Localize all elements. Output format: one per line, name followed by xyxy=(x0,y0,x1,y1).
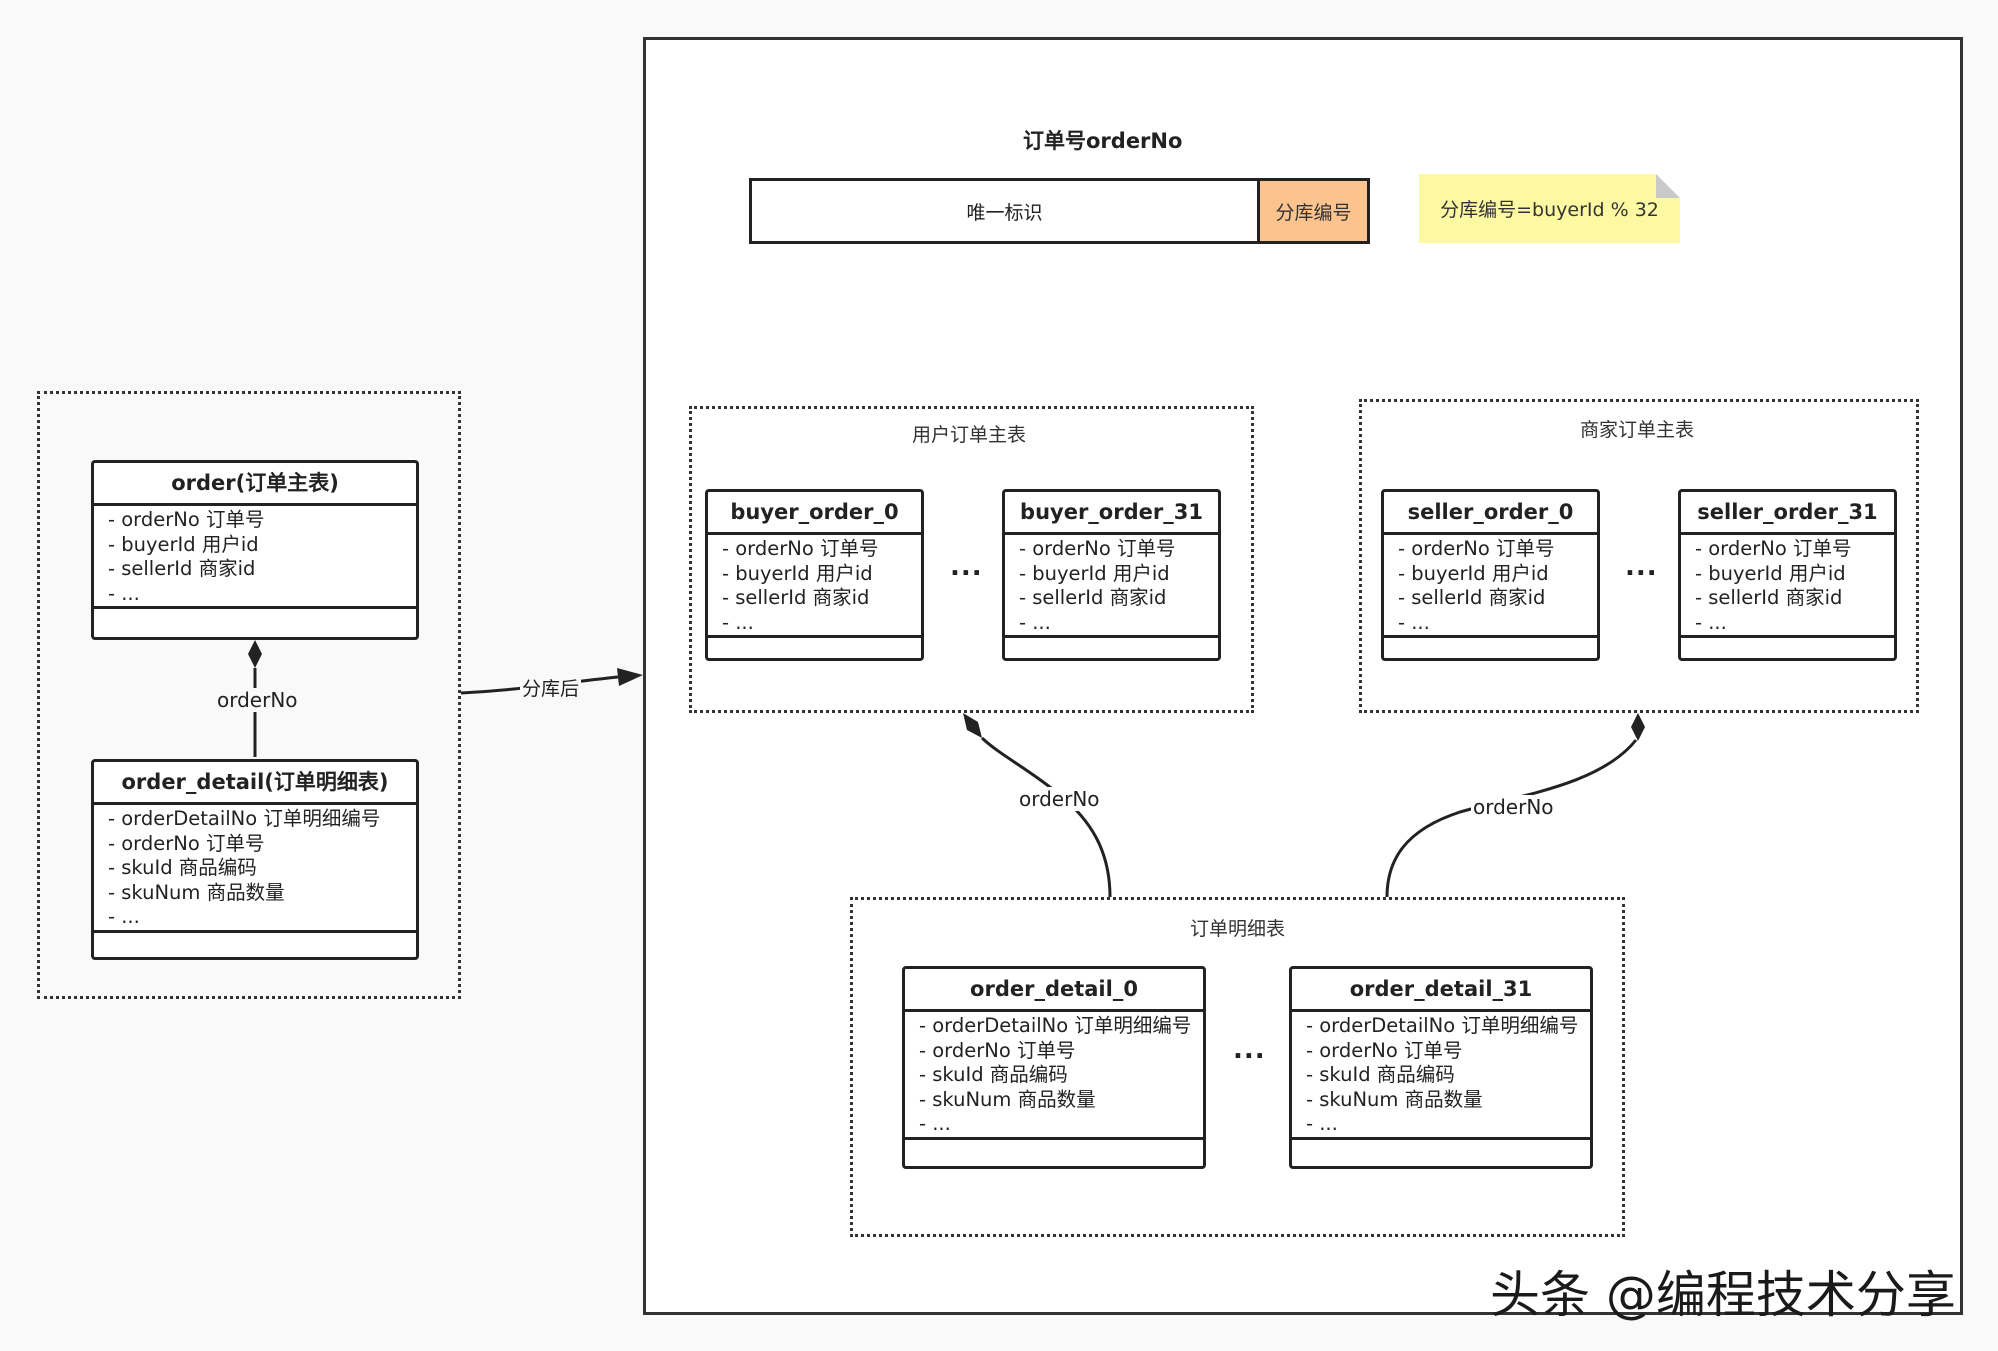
field: - orderNo 订单号 xyxy=(108,508,265,531)
class-fields: - orderNo 订单号 - buyerId 用户id - sellerId … xyxy=(1005,535,1218,638)
class-seller-order-31[interactable]: seller_order_31 - orderNo 订单号 - buyerId … xyxy=(1678,489,1897,661)
field: - ... xyxy=(1019,610,1051,634)
buyer-order-group xyxy=(689,406,1254,713)
field: - buyerId 用户id xyxy=(108,532,259,556)
field: - sellerId 商家id xyxy=(1398,586,1546,609)
seller-composition-diamond xyxy=(1631,713,1645,741)
class-title: order_detail(订单明细表) xyxy=(94,762,416,805)
ellipsis: ... xyxy=(1233,1035,1266,1065)
field: - ... xyxy=(1306,1112,1338,1135)
buyer-link-label: orderNo xyxy=(1017,787,1102,811)
field: - sellerId 商家id xyxy=(722,586,870,609)
class-title: order_detail_31 xyxy=(1292,969,1590,1012)
left-link-label: orderNo xyxy=(215,688,300,712)
class-fields: - orderDetailNo 订单明细编号 - orderNo 订单号 - s… xyxy=(94,805,416,933)
note-text: 分库编号=buyerId % 32 xyxy=(1440,199,1659,221)
original-tables-group xyxy=(37,391,461,999)
field: - orderNo 订单号 xyxy=(1019,537,1176,560)
field: - skuNum 商品数量 xyxy=(1306,1087,1483,1111)
orderno-bar-unique[interactable]: 唯一标识 xyxy=(749,178,1260,244)
field: - sellerId 商家id xyxy=(108,557,256,580)
seller-connector-line[interactable] xyxy=(1385,739,1638,898)
class-fields: - orderNo 订单号 - buyerId 用户id - sellerId … xyxy=(708,535,921,638)
orderno-bar-shard[interactable]: 分库编号 xyxy=(1257,178,1370,244)
class-order-detail-0[interactable]: order_detail_0 - orderDetailNo 订单明细编号 - … xyxy=(902,966,1206,1169)
field: - sellerId 商家id xyxy=(1019,586,1167,609)
field: - ... xyxy=(1398,610,1430,634)
class-buyer-order-31[interactable]: buyer_order_31 - orderNo 订单号 - buyerId 用… xyxy=(1002,489,1221,661)
field: - buyerId 用户id xyxy=(1019,561,1170,585)
group-caption: 订单明细表 xyxy=(1190,918,1286,940)
class-title: seller_order_31 xyxy=(1681,492,1894,535)
unique-id-label: 唯一标识 xyxy=(966,201,1043,224)
group-caption: 用户订单主表 xyxy=(912,424,1027,446)
class-order-detail[interactable]: order_detail(订单明细表) - orderDetailNo 订单明细… xyxy=(91,759,419,960)
field: - ... xyxy=(1695,610,1727,634)
class-title: seller_order_0 xyxy=(1384,492,1597,535)
seller-link-label: orderNo xyxy=(1471,795,1556,819)
shard-arrow-label: 分库后 xyxy=(520,674,582,701)
orderno-title: 订单号orderNo xyxy=(1023,129,1183,153)
field: - orderDetailNo 订单明细编号 xyxy=(919,1014,1192,1037)
class-fields: - orderNo 订单号 - buyerId 用户id - sellerId … xyxy=(1384,535,1597,638)
field: - skuId 商品编码 xyxy=(919,1063,1068,1086)
class-order-detail-31[interactable]: order_detail_31 - orderDetailNo 订单明细编号 -… xyxy=(1289,966,1593,1169)
buyer-composition-diamond xyxy=(963,713,982,738)
field: - buyerId 用户id xyxy=(722,561,873,585)
field: - sellerId 商家id xyxy=(1695,586,1843,609)
field: - ... xyxy=(108,905,140,928)
watermark: 头条 @编程技术分享 xyxy=(1490,1266,1956,1324)
field: - buyerId 用户id xyxy=(1398,561,1549,585)
class-title: order_detail_0 xyxy=(905,969,1203,1012)
field: - ... xyxy=(722,610,754,634)
seller-order-group xyxy=(1359,399,1919,713)
class-seller-order-0[interactable]: seller_order_0 - orderNo 订单号 - buyerId 用… xyxy=(1381,489,1600,661)
field: - buyerId 用户id xyxy=(1695,561,1846,585)
ellipsis: ... xyxy=(1625,552,1658,582)
field: - ... xyxy=(919,1112,951,1135)
group-caption: 商家订单主表 xyxy=(1580,419,1695,441)
class-order[interactable]: order(订单主表) - orderNo 订单号 - buyerId 用户id… xyxy=(91,460,419,640)
field: - skuId 商品编码 xyxy=(1306,1063,1455,1086)
field: - skuNum 商品数量 xyxy=(108,880,285,904)
class-buyer-order-0[interactable]: buyer_order_0 - orderNo 订单号 - buyerId 用户… xyxy=(705,489,924,661)
class-fields: - orderDetailNo 订单明细编号 - orderNo 订单号 - s… xyxy=(1292,1012,1590,1140)
ellipsis: ... xyxy=(950,552,983,582)
order-detail-group xyxy=(850,897,1625,1237)
class-fields: - orderNo 订单号 - buyerId 用户id - sellerId … xyxy=(94,506,416,609)
class-title: buyer_order_0 xyxy=(708,492,921,535)
field: - skuId 商品编码 xyxy=(108,856,257,879)
field: - orderDetailNo 订单明细编号 xyxy=(108,807,381,830)
field: - orderNo 订单号 xyxy=(1306,1038,1463,1062)
shard-arrow-head xyxy=(617,668,643,686)
field: - skuNum 商品数量 xyxy=(919,1087,1096,1111)
field: - orderNo 订单号 xyxy=(722,537,879,560)
field: - orderDetailNo 订单明细编号 xyxy=(1306,1014,1579,1037)
field: - ... xyxy=(108,581,140,605)
field: - orderNo 订单号 xyxy=(919,1038,1076,1062)
buyer-connector-line[interactable] xyxy=(980,736,1112,898)
class-title: buyer_order_31 xyxy=(1005,492,1218,535)
field: - orderNo 订单号 xyxy=(1695,537,1852,560)
field: - orderNo 订单号 xyxy=(108,831,265,855)
field: - orderNo 订单号 xyxy=(1398,537,1555,560)
shard-no-label: 分库编号 xyxy=(1275,201,1352,224)
left-composition-diamond xyxy=(248,640,262,668)
class-fields: - orderDetailNo 订单明细编号 - orderNo 订单号 - s… xyxy=(905,1012,1203,1140)
class-fields: - orderNo 订单号 - buyerId 用户id - sellerId … xyxy=(1681,535,1894,638)
shard-rule-note[interactable]: 分库编号=buyerId % 32 xyxy=(1419,174,1680,243)
class-title: order(订单主表) xyxy=(94,463,416,506)
